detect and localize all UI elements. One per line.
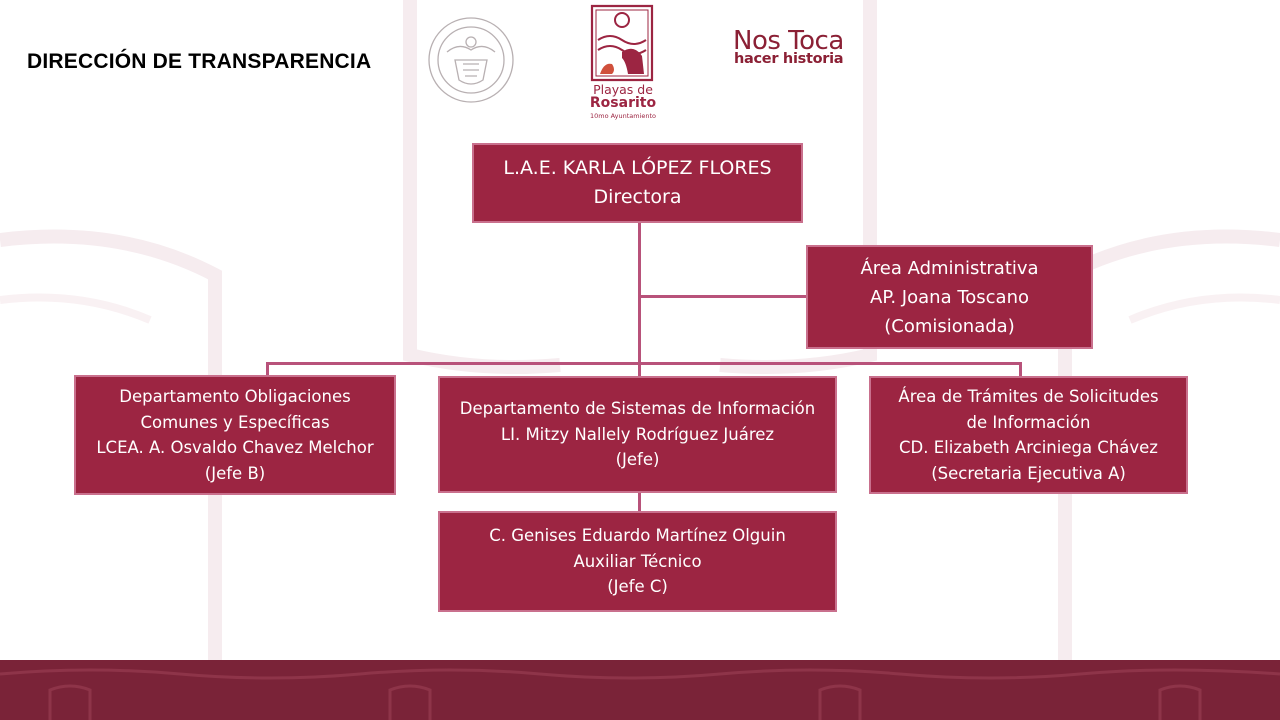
slogan-line2: hacer historia <box>734 51 844 67</box>
sistemas-box: Departamento de Sistemas de Información … <box>438 376 837 493</box>
sistemas-line3: (Jefe) <box>615 450 660 470</box>
auxiliar-line1: C. Genises Eduardo Martínez Olguin <box>489 526 786 546</box>
connector-horizontal-bus <box>266 362 1022 365</box>
tramites-line4: (Secretaria Ejecutiva A) <box>931 463 1126 483</box>
obligaciones-line1: Departamento Obligaciones <box>119 387 351 406</box>
director-name: L.A.E. KARLA LÓPEZ FLORES <box>503 157 772 179</box>
footer-pattern <box>0 668 1280 720</box>
director-role: Directora <box>593 186 682 208</box>
director-box: L.A.E. KARLA LÓPEZ FLORES Directora <box>472 143 803 223</box>
connector-to-admin <box>640 295 808 298</box>
tramites-line3: CD. Elizabeth Arciniega Chávez <box>899 438 1158 457</box>
tramites-line1: Área de Trámites de Solicitudes <box>898 387 1159 406</box>
obligaciones-box: Departamento Obligaciones Comunes y Espe… <box>74 375 396 495</box>
auxiliar-line3: (Jefe C) <box>607 577 668 597</box>
admin-line1: Área Administrativa <box>860 257 1039 279</box>
connector-to-auxiliar <box>638 492 641 513</box>
sistemas-line1: Departamento de Sistemas de Información <box>459 399 816 419</box>
playas-rosarito-logo <box>590 4 654 82</box>
tramites-box: Área de Trámites de Solicitudes de Infor… <box>869 376 1188 494</box>
admin-box: Área Administrativa AP. Joana Toscano (C… <box>806 245 1093 349</box>
obligaciones-line2: Comunes y Específicas <box>140 412 330 432</box>
playas-logo-line1: Playas de <box>593 82 653 97</box>
connector-director-down <box>638 222 641 377</box>
admin-line2: AP. Joana Toscano <box>870 286 1029 308</box>
playas-logo-line3: 10mo Ayuntamiento <box>589 112 657 120</box>
auxiliar-line2: Auxiliar Técnico <box>573 551 702 571</box>
auxiliar-box: C. Genises Eduardo Martínez Olguin Auxil… <box>438 511 837 612</box>
sistemas-line2: LI. Mitzy Nallely Rodríguez Juárez <box>500 424 775 444</box>
footer-band <box>0 660 1280 720</box>
obligaciones-line4: (Jefe B) <box>204 463 266 483</box>
slogan-line1: Nos Toca <box>733 26 844 56</box>
connector-to-tramites <box>1019 362 1022 378</box>
connector-to-obligaciones <box>266 362 269 376</box>
playas-logo-line2: Rosarito <box>589 95 657 111</box>
page-title: DIRECCIÓN DE TRANSPARENCIA <box>27 50 372 73</box>
municipal-seal-icon <box>428 17 514 103</box>
obligaciones-line3: LCEA. A. Osvaldo Chavez Melchor <box>96 438 374 457</box>
admin-line3: (Comisionada) <box>884 315 1015 337</box>
tramites-line2: de Información <box>966 412 1091 432</box>
